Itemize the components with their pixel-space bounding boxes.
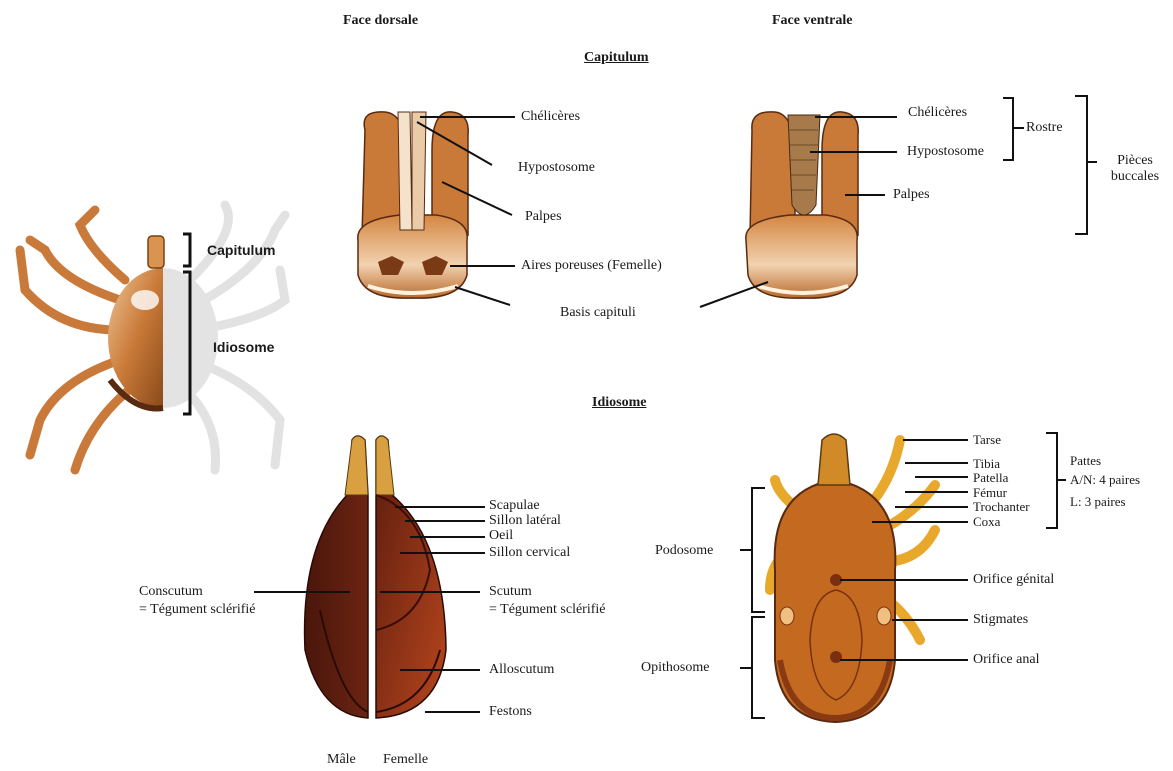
male-label: Mâle [327, 752, 356, 768]
scapulae-label: Scapulae [489, 498, 540, 514]
aires-poreuses-label: Aires poreuses (Femelle) [521, 258, 662, 274]
rostre-label: Rostre [1026, 120, 1063, 136]
orifice-anal-label: Orifice anal [973, 652, 1039, 668]
header-face-ventrale: Face ventrale [772, 13, 852, 29]
trochanter-label: Trochanter [973, 499, 1030, 514]
palpes-dorsal-label: Palpes [525, 209, 562, 225]
festons-label: Festons [489, 704, 532, 720]
opithosome-label: Opithosome [641, 660, 709, 676]
sillon-lateral-label: Sillon latéral [489, 513, 561, 529]
tick-idiosome-label: Idiosome [213, 339, 274, 355]
header-face-dorsale: Face dorsale [343, 13, 418, 29]
tarse-label: Tarse [973, 432, 1001, 447]
cheliceres-ventral-label: Chélicères [908, 105, 967, 121]
header-idiosome: Idiosome [592, 395, 646, 411]
alloscutum-label: Alloscutum [489, 662, 554, 678]
pattes-label-2: A/N: 4 paires [1070, 472, 1140, 487]
coxa-label: Coxa [973, 514, 1000, 529]
scutum-label-1: Scutum [489, 584, 532, 600]
capitulum-dorsal-illustration [358, 112, 468, 298]
orifice-genital-label: Orifice génital [973, 572, 1054, 588]
femelle-label: Femelle [383, 752, 428, 768]
stigmates-label: Stigmates [973, 612, 1028, 628]
hypostosome-dorsal-label: Hypostosome [518, 160, 595, 176]
podosome-label: Podosome [655, 543, 713, 559]
pattes-label-3: L: 3 paires [1070, 494, 1126, 509]
hypostosome-ventral-label: Hypostosome [907, 144, 984, 160]
capitulum-ventral-illustration [746, 112, 858, 298]
tick-capitulum-label: Capitulum [207, 242, 275, 258]
idiosome-dorsal-illustration [305, 430, 446, 722]
cheliceres-dorsal-label: Chélicères [521, 109, 580, 125]
pattes-label-1: Pattes [1070, 453, 1101, 468]
sillon-cervical-label: Sillon cervical [489, 545, 570, 561]
pieces-buccales-line-1: Pièces [1117, 153, 1153, 168]
ventral-body [775, 480, 896, 722]
idiosome-ventral-illustration [770, 434, 935, 722]
oeil-label: Oeil [489, 528, 513, 544]
femur-label: Fémur [973, 485, 1007, 500]
capitulum-bracket [183, 234, 190, 266]
capitulum-shape [148, 236, 164, 268]
scutum-label-2: = Tégument sclérifié [489, 602, 605, 618]
pieces-buccales-label: Pièces buccales [1100, 153, 1170, 185]
conscutum-label-2: = Tégument sclérifié [139, 602, 255, 618]
header-capitulum: Capitulum [584, 50, 649, 66]
conscutum-label-1: Conscutum [139, 584, 203, 600]
basis-capituli-label: Basis capituli [560, 305, 636, 321]
palpes-ventral-label: Palpes [893, 187, 930, 203]
pieces-buccales-line-2: buccales [1111, 169, 1159, 184]
patella-label: Patella [973, 470, 1008, 485]
tibia-label: Tibia [973, 456, 1000, 471]
